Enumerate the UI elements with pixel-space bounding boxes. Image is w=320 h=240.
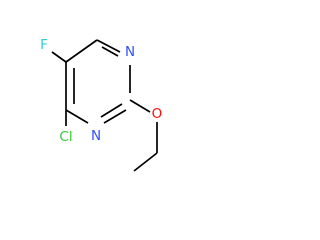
bond-c2-o bbox=[129, 99, 151, 113]
nitrogen-top-label: N bbox=[125, 44, 135, 60]
bond-c6-n1-double-outer bbox=[96, 39, 121, 53]
chlorine-label: Cl bbox=[59, 129, 72, 145]
fluorine-label: F bbox=[40, 37, 48, 53]
bond-c2-n3-double-outer bbox=[103, 109, 127, 124]
bond-n3-c4 bbox=[65, 109, 89, 124]
bond-c2-n3-double-inner bbox=[100, 103, 123, 118]
oxygen-label: O bbox=[152, 106, 163, 122]
bond-c5-f bbox=[51, 51, 67, 63]
nitrogen-bottom-label: N bbox=[91, 128, 101, 144]
bond-c6-n1-double-inner bbox=[101, 46, 119, 57]
bond-ch2-ch3 bbox=[133, 152, 158, 172]
bond-c5-c6 bbox=[65, 39, 98, 63]
molecule-structure: F Cl N N O bbox=[40, 37, 163, 172]
